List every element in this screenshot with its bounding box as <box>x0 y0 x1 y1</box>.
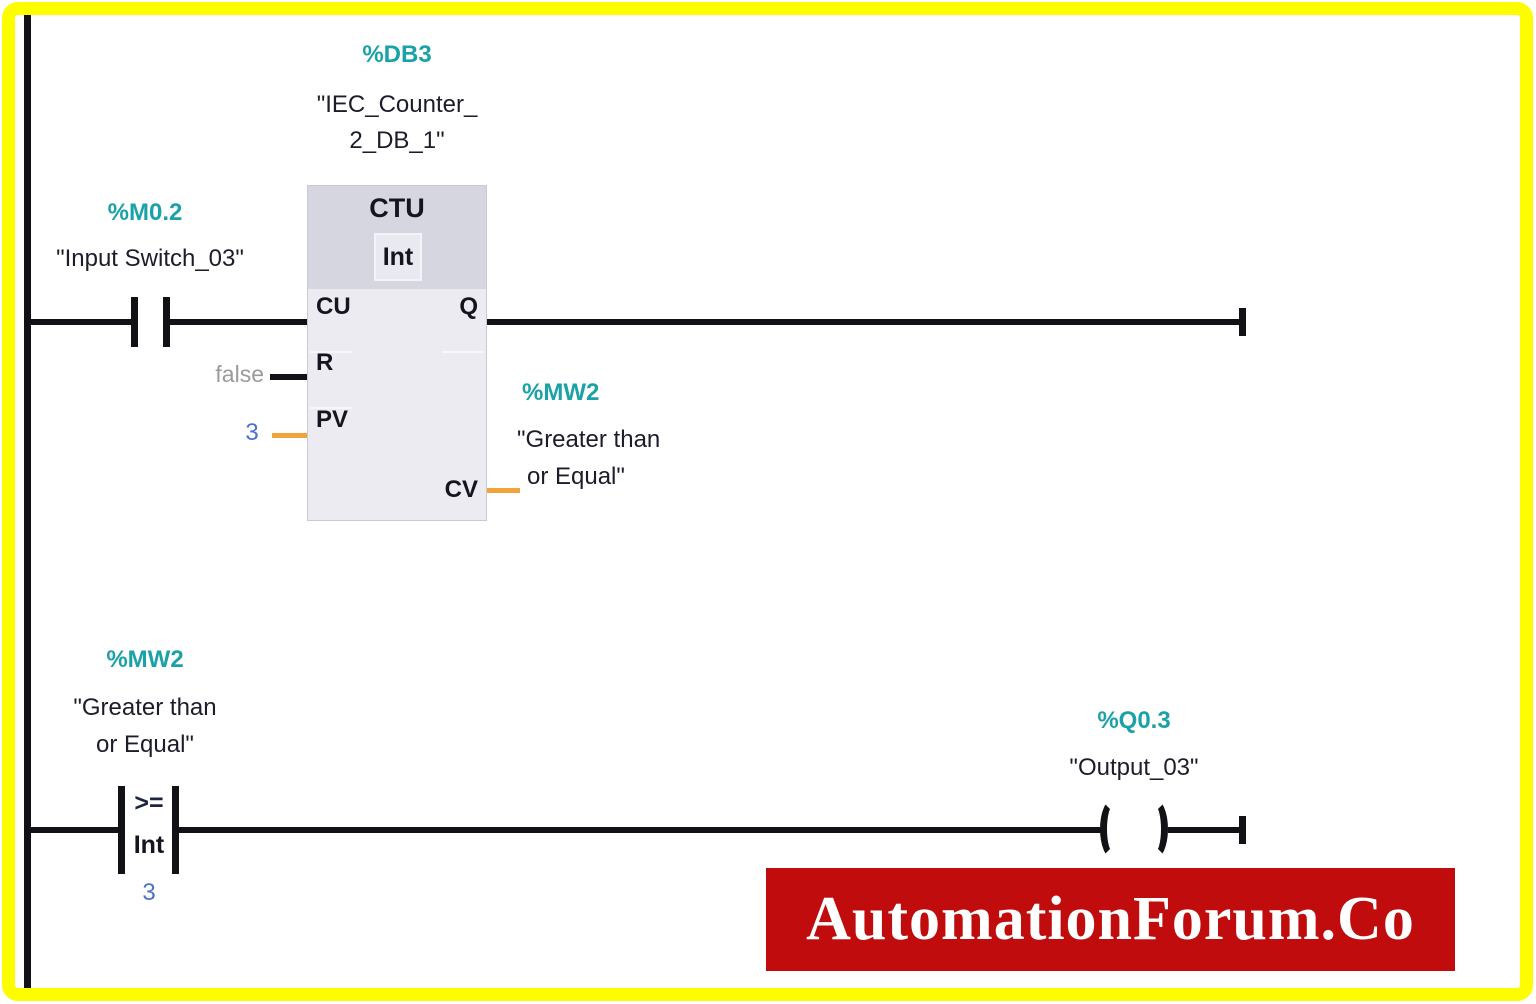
compare-operand-name-line1[interactable]: "Greater than <box>73 694 217 721</box>
left-power-rail <box>24 15 31 989</box>
cv-operand-name-line2[interactable]: or Equal" <box>527 463 625 490</box>
pin-separator <box>310 351 352 353</box>
rung1-wire-contact-to-block <box>170 319 307 325</box>
ctu-data-type-box[interactable]: Int <box>374 233 422 281</box>
pv-input-value[interactable]: 3 <box>245 419 259 446</box>
rung2-wire-contact-to-coil <box>179 827 1102 833</box>
pin-r-label: R <box>316 349 334 376</box>
pin-q-label: Q <box>459 293 478 320</box>
pin-pv-label: PV <box>316 406 349 433</box>
instance-db-name-line1[interactable]: "IEC_Counter_ <box>316 91 478 118</box>
compare-operand-name-line2[interactable]: or Equal" <box>96 731 194 758</box>
rung1-wire-rail-to-contact <box>31 319 131 325</box>
watermark-text: AutomationForum.Co <box>806 885 1415 953</box>
coil-address[interactable]: %Q0.3 <box>1097 707 1171 734</box>
ctu-counter-block[interactable]: CTU Int CU R PV Q CV <box>307 185 487 521</box>
instance-db-address[interactable]: %DB3 <box>362 41 432 68</box>
compare-contact-left-bar[interactable] <box>118 786 125 874</box>
input-contact-name[interactable]: "Input Switch_03" <box>56 245 244 272</box>
rung2-wire-rail-to-contact <box>31 827 118 833</box>
watermark-banner: AutomationForum.Co <box>766 868 1455 971</box>
compare-value[interactable]: 3 <box>142 879 156 906</box>
compare-operator[interactable]: >= <box>134 789 164 817</box>
rung1-q-output-wire <box>487 319 1239 325</box>
coil-name[interactable]: "Output_03" <box>1069 754 1199 781</box>
coil-left-paren[interactable] <box>1100 799 1126 859</box>
input-contact-address[interactable]: %M0.2 <box>107 199 183 226</box>
no-contact-right-bar[interactable] <box>163 297 170 347</box>
pin-separator <box>310 407 352 409</box>
cv-operand-address[interactable]: %MW2 <box>522 379 600 406</box>
pv-input-stub <box>272 433 307 438</box>
compare-data-type[interactable]: Int <box>133 831 165 859</box>
r-input-value[interactable]: false <box>215 361 264 387</box>
ctu-block-title: CTU <box>369 193 425 223</box>
instance-db-name-line2[interactable]: 2_DB_1" <box>349 127 445 154</box>
pin-cu-label: CU <box>316 293 351 320</box>
rung2-wire-coil-to-terminal <box>1168 827 1239 833</box>
cv-output-stub <box>487 488 520 493</box>
no-contact-left-bar[interactable] <box>131 297 138 347</box>
rung2-end-terminal <box>1239 816 1246 844</box>
pin-separator <box>442 351 484 353</box>
compare-operand-address[interactable]: %MW2 <box>106 646 184 673</box>
coil-right-paren[interactable] <box>1142 799 1168 859</box>
rung1-end-terminal <box>1239 308 1246 336</box>
pin-cv-label: CV <box>444 476 478 503</box>
cv-operand-name-line1[interactable]: "Greater than <box>517 426 661 453</box>
compare-contact-right-bar[interactable] <box>172 786 179 874</box>
r-input-stub <box>270 374 307 380</box>
